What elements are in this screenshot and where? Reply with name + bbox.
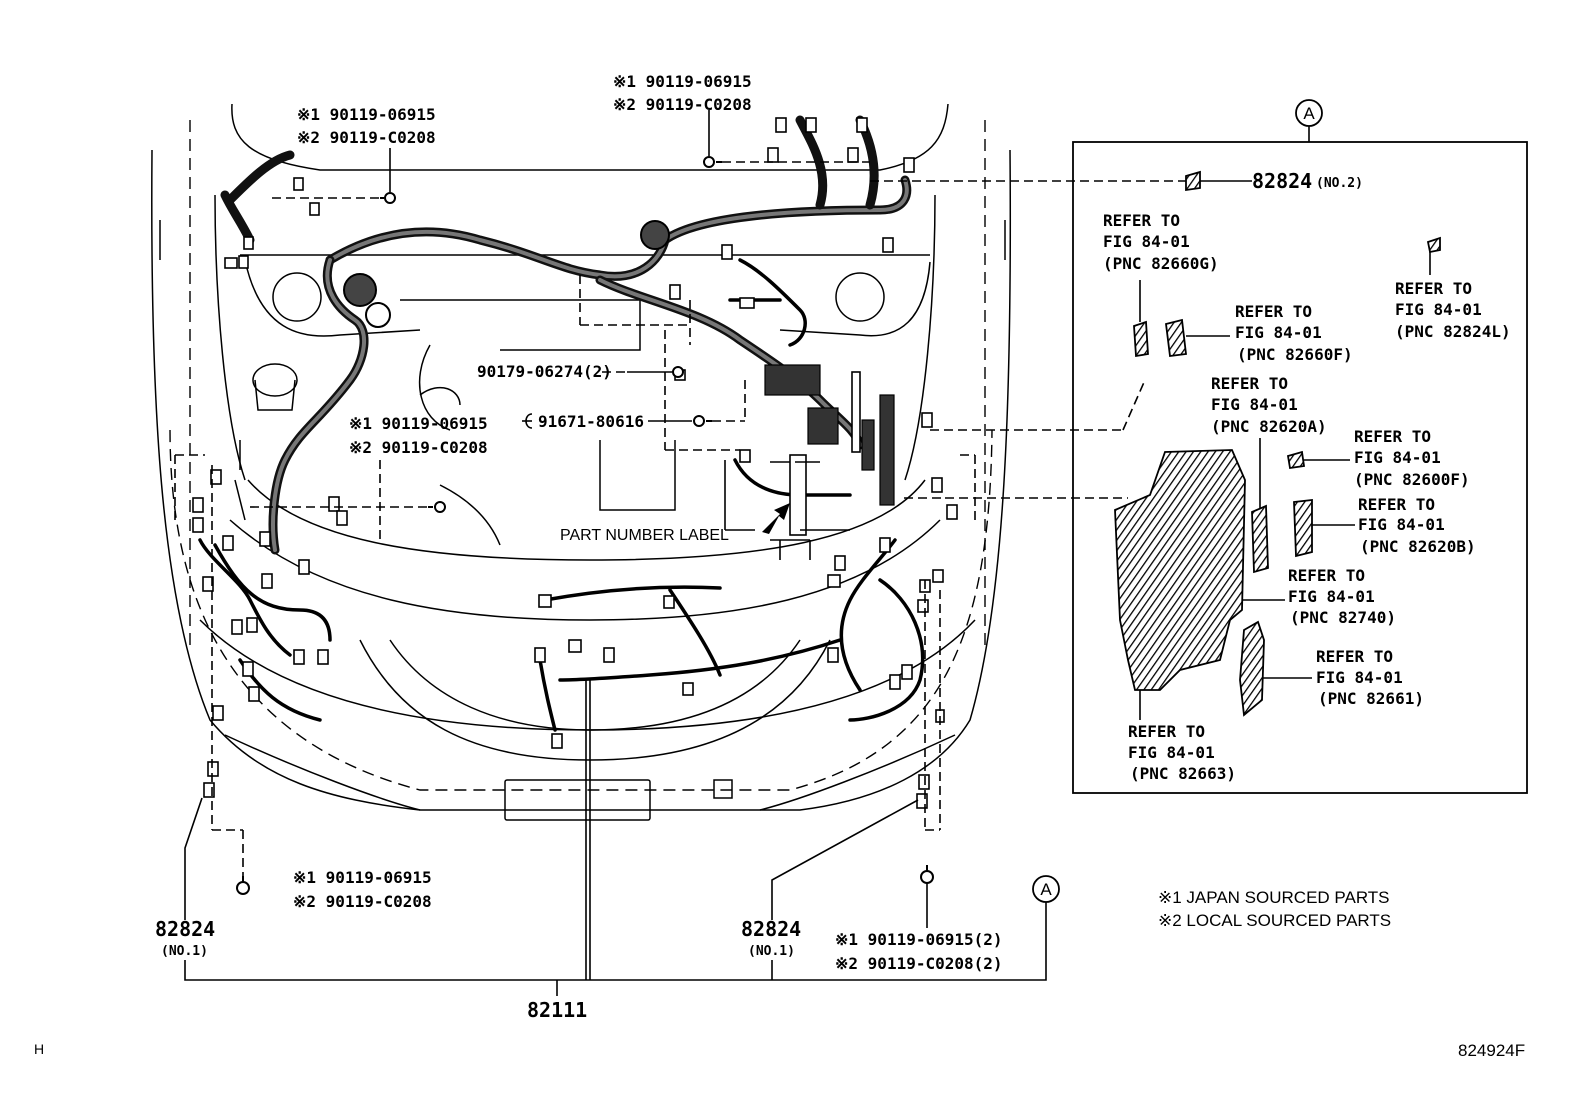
svg-text:REFER TO: REFER TO xyxy=(1288,566,1365,585)
svg-text:(PNC 82660G): (PNC 82660G) xyxy=(1103,254,1219,273)
label-top-left-l: ※2 90119-C0208 xyxy=(297,128,436,147)
svg-text:FIG 84-01: FIG 84-01 xyxy=(1128,743,1215,762)
svg-text:REFER TO: REFER TO xyxy=(1358,495,1435,514)
svg-text:(PNC 82663): (PNC 82663) xyxy=(1130,764,1236,783)
svg-text:FIG 84-01: FIG 84-01 xyxy=(1235,323,1322,342)
cover-82661-icon xyxy=(1239,620,1265,717)
refer-82740: REFER TO FIG 84-01 (PNC 82740) xyxy=(1288,566,1396,627)
label-82824-right: 82824 xyxy=(741,917,801,941)
svg-text:REFER TO: REFER TO xyxy=(1128,722,1205,741)
label-top-center-j: ※1 90119-06915 xyxy=(613,72,752,91)
refer-82620a: REFER TO FIG 84-01 (PNC 82620A) xyxy=(1211,374,1327,436)
label-bottom-right-j: ※1 90119-06915(2) xyxy=(835,930,1003,949)
refer-82824l: REFER TO FIG 84-01 (PNC 82824L) xyxy=(1395,279,1511,341)
fuse-82600f-icon xyxy=(1286,450,1306,470)
relay-82660g-icon xyxy=(1133,320,1149,358)
svg-text:FIG 84-01: FIG 84-01 xyxy=(1103,232,1190,251)
svg-text:FIG 84-01: FIG 84-01 xyxy=(1211,395,1298,414)
svg-text:(PNC 82824L): (PNC 82824L) xyxy=(1395,322,1511,341)
fuse-82824l-icon xyxy=(1426,236,1441,254)
label-82824-left-sub: (NO.1) xyxy=(161,944,208,959)
legend-local: ※2 LOCAL SOURCED PARTS xyxy=(1158,911,1391,930)
label-82824-no2-sub: (NO.2) xyxy=(1316,176,1363,191)
bolt-icon xyxy=(380,192,396,204)
label-bottom-right-l: ※2 90119-C0208(2) xyxy=(835,954,1003,973)
callout-a-top: A xyxy=(1295,99,1323,127)
svg-text:(PNC 82620A): (PNC 82620A) xyxy=(1211,417,1327,436)
bolt-icon xyxy=(236,876,250,895)
label-bottom-left-j: ※1 90119-06915 xyxy=(293,868,432,887)
leader-lines xyxy=(174,110,1310,996)
svg-text:REFER TO: REFER TO xyxy=(1395,279,1472,298)
svg-text:(PNC 82740): (PNC 82740) xyxy=(1290,608,1396,627)
block-no2-connector xyxy=(1185,170,1201,192)
detail-a-box: A xyxy=(1072,99,1528,794)
label-82824-right-sub: (NO.1) xyxy=(748,944,795,959)
svg-text:(PNC 82620B): (PNC 82620B) xyxy=(1360,537,1476,556)
svg-text:FIG 84-01: FIG 84-01 xyxy=(1288,587,1375,606)
label-82824-left: 82824 xyxy=(155,917,215,941)
fastener-labels: ※1 90119-06915 ※2 90119-C0208 ※1 90119-0… xyxy=(293,72,1003,973)
refer-82600f: REFER TO FIG 84-01 (PNC 82600F) xyxy=(1354,427,1470,489)
bolt-icon xyxy=(920,865,934,884)
bolt-icon xyxy=(693,415,712,427)
svg-text:A: A xyxy=(1303,104,1315,123)
svg-text:FIG 84-01: FIG 84-01 xyxy=(1358,515,1445,534)
label-mid-left-l: ※2 90119-C0208 xyxy=(349,438,488,457)
label-82111: 82111 xyxy=(527,998,587,1022)
fuse-82620b-icon xyxy=(1293,498,1313,558)
svg-text:REFER TO: REFER TO xyxy=(1235,302,1312,321)
svg-text:(PNC 82660F): (PNC 82660F) xyxy=(1237,345,1353,364)
refer-82660f: REFER TO FIG 84-01 (PNC 82660F) xyxy=(1235,302,1353,364)
svg-text:FIG 84-01: FIG 84-01 xyxy=(1354,448,1441,467)
part-labels: 82824 (NO.2) 82824 (NO.1) 82824 (NO.1) 8… xyxy=(155,169,1363,1022)
refer-82661: REFER TO FIG 84-01 (PNC 82661) xyxy=(1316,647,1424,708)
corner-mark: H xyxy=(34,1041,44,1057)
label-bolt-mid: 91671-80616 xyxy=(538,412,644,431)
svg-text:REFER TO: REFER TO xyxy=(1354,427,1431,446)
svg-text:A: A xyxy=(1040,880,1052,899)
refer-82663: REFER TO FIG 84-01 (PNC 82663) xyxy=(1128,722,1236,783)
label-mid-left-j: ※1 90119-06915 xyxy=(349,414,488,433)
label-clip-mid: 90179-06274(2) xyxy=(477,362,612,381)
fuse-82620a-icon xyxy=(1251,504,1269,574)
part-number-label-text: PART NUMBER LABEL xyxy=(560,527,729,544)
fastener-bolts xyxy=(236,156,934,895)
svg-text:FIG 84-01: FIG 84-01 xyxy=(1395,300,1482,319)
bolt-icon xyxy=(703,156,722,168)
clip-icon xyxy=(672,366,684,378)
label-top-center-l: ※2 90119-C0208 xyxy=(613,95,752,114)
svg-text:REFER TO: REFER TO xyxy=(1211,374,1288,393)
svg-text:(PNC 82661): (PNC 82661) xyxy=(1318,689,1424,708)
svg-text:FIG 84-01: FIG 84-01 xyxy=(1316,668,1403,687)
callout-a-bottom: A xyxy=(1032,875,1060,903)
refer-82660g: REFER TO FIG 84-01 (PNC 82660G) xyxy=(1103,211,1219,273)
harness-connectors xyxy=(192,117,958,809)
svg-text:REFER TO: REFER TO xyxy=(1103,211,1180,230)
label-82824-no2: 82824 xyxy=(1252,169,1312,193)
svg-text:REFER TO: REFER TO xyxy=(1316,647,1393,666)
svg-text:(PNC 82600F): (PNC 82600F) xyxy=(1354,470,1470,489)
part-label-arrow-icon xyxy=(762,503,790,534)
legend: ※1 JAPAN SOURCED PARTS ※2 LOCAL SOURCED … xyxy=(1158,888,1391,930)
label-top-left-j: ※1 90119-06915 xyxy=(297,105,436,124)
legend-japan: ※1 JAPAN SOURCED PARTS xyxy=(1158,888,1390,907)
label-bottom-left-l: ※2 90119-C0208 xyxy=(293,892,432,911)
relay-82660f-icon xyxy=(1165,318,1187,358)
bolt-icon xyxy=(428,501,446,513)
diagram-code: 824924F xyxy=(1458,1041,1525,1060)
relay-block-body-icon xyxy=(1114,449,1246,691)
